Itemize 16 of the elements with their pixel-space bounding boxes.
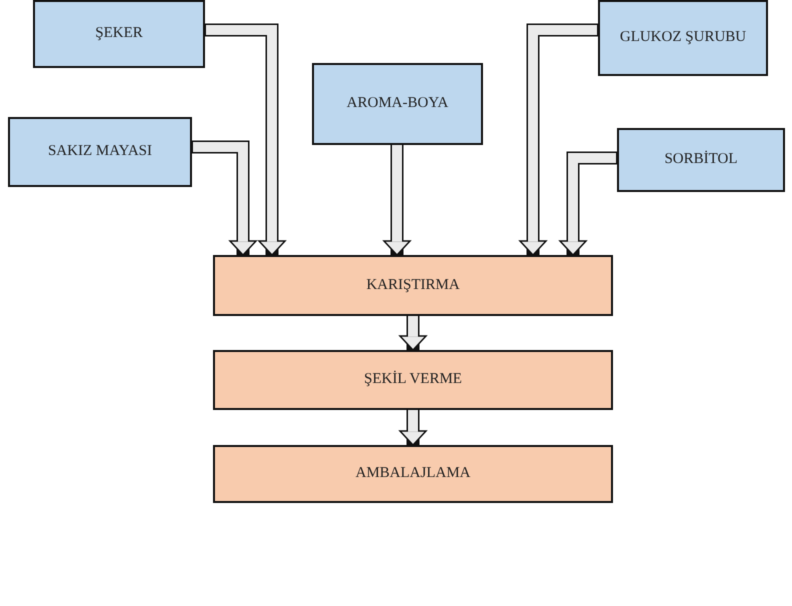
box-label: ŞEKİL VERME	[363, 370, 463, 390]
ingredient-box	[617, 128, 785, 192]
process-box	[213, 255, 613, 316]
box-label: GLUKOZ ŞURUBU	[618, 28, 748, 48]
ingredient-box	[312, 63, 483, 145]
ingredient-box	[33, 0, 205, 68]
process-box	[213, 350, 613, 410]
box-label: KARIŞTIRMA	[365, 276, 461, 295]
box-label: SAKIZ MAYASI	[46, 142, 154, 162]
box-label: ŞEKER	[94, 24, 144, 44]
process-box	[213, 445, 613, 503]
box-label: SORBİTOL	[663, 150, 739, 170]
box-label: AROMA-BOYA	[346, 94, 450, 114]
ingredient-box	[8, 117, 192, 187]
box-label: AMBALAJLAMA	[354, 464, 472, 484]
ingredient-box	[598, 0, 768, 76]
